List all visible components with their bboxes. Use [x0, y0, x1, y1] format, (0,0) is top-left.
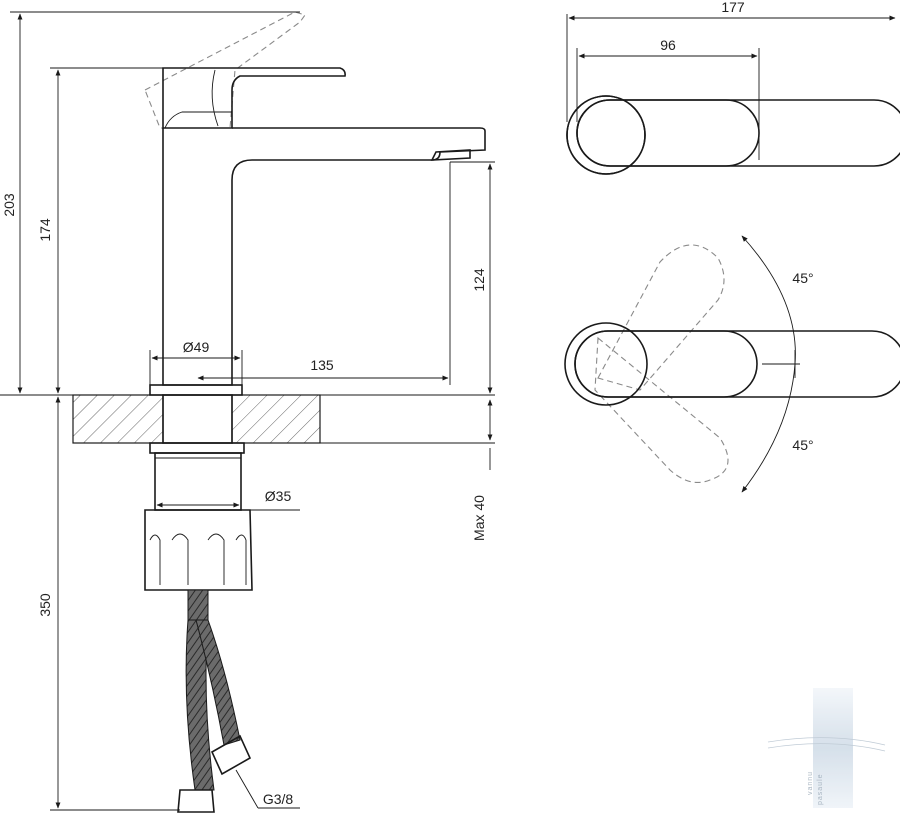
dim-label-135: 135 [310, 357, 334, 373]
faucet-body [162, 127, 486, 386]
rotated-lever-up [597, 244, 725, 391]
dim-top-length: 177 [566, 0, 896, 122]
dim-label-diameter-49: Ø49 [183, 339, 210, 355]
dim-max-thickness: Max 40 [471, 399, 493, 541]
dim-hose-length: 350 [37, 396, 180, 811]
supply-hoses [177, 589, 252, 813]
counter-top-left [72, 394, 164, 444]
dim-body-height: 174 [37, 67, 165, 394]
top-view: 177 96 45° 45° [564, 0, 900, 493]
dim-label-diameter-35: Ø35 [265, 488, 292, 504]
dim-top-handle-length: 96 [576, 37, 760, 160]
dim-label-177: 177 [721, 0, 745, 15]
hose-fitting-right [210, 734, 252, 776]
dim-label-96: 96 [660, 37, 676, 53]
base-flange [149, 384, 243, 396]
dim-label-45-up: 45° [792, 270, 813, 286]
dim-spout-clearance: 124 [449, 161, 495, 394]
dim-overall-height: 203 [1, 11, 300, 394]
dim-label-max-40: Max 40 [471, 495, 487, 541]
top-lever [576, 99, 760, 167]
rotation-view: 45° 45° [564, 235, 900, 493]
rotation-lever [574, 330, 758, 398]
rotated-lever-down [594, 336, 729, 483]
dim-label-45-down: 45° [792, 437, 813, 453]
dim-label-203: 203 [1, 193, 17, 217]
dim-label-124: 124 [471, 268, 487, 292]
counter-top-right [231, 394, 321, 444]
mounting-shank [162, 394, 233, 444]
mounting-nut [144, 509, 253, 591]
side-view: 203 174 124 Ø49 135 [0, 11, 495, 813]
watermark-text-2: pasaule [817, 773, 824, 805]
top-handle-body [576, 99, 900, 167]
watermark-text-1: vannu [807, 771, 814, 795]
aerator [430, 149, 471, 161]
raised-handle-outline [144, 11, 306, 129]
dim-label-350: 350 [37, 593, 53, 617]
dim-shank-diameter: Ø35 [155, 488, 300, 511]
dim-label-g38: G3/8 [263, 791, 294, 807]
rotation-handle-body [574, 330, 900, 398]
dim-label-174: 174 [37, 218, 53, 242]
watermark-logo: vannu pasaule [767, 688, 886, 808]
hose-fitting-left [177, 789, 215, 813]
dim-spout-reach: 135 [197, 357, 449, 381]
handle-outline [162, 67, 346, 129]
thread-callout: G3/8 [235, 769, 300, 809]
